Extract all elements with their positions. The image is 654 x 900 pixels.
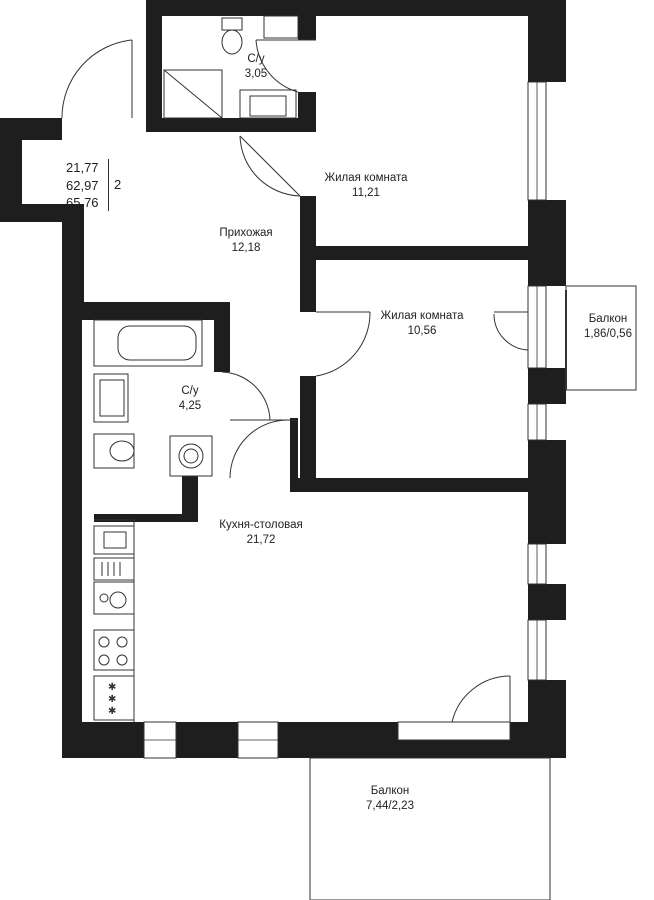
toilet-icon-2 (93, 433, 135, 469)
bathtub-icon (93, 319, 203, 367)
area-with-balconies: 65,76 (66, 195, 99, 210)
living-area: 21,77 (66, 160, 99, 175)
total-area: 62,97 (66, 177, 99, 193)
stove-icon (93, 629, 135, 671)
washer-icon (169, 435, 213, 477)
summary-areas: 21,77 62,97 65,76 (66, 159, 99, 212)
apartment-summary: 21,77 62,97 65,76 2 (62, 157, 142, 213)
shower-icon (163, 69, 223, 119)
fixtures (93, 15, 299, 722)
walls (0, 0, 566, 758)
svg-text:✱: ✱ (108, 682, 116, 693)
svg-text:✱: ✱ (108, 694, 116, 705)
sink-icon-2 (93, 373, 129, 423)
kitchen-sink-icon (93, 525, 135, 555)
stove-marks: ✱ ✱ ✱ (108, 682, 116, 717)
room-count: 2 (114, 177, 122, 192)
doors (61, 39, 529, 740)
svg-text:✱: ✱ (108, 706, 116, 717)
toilet-tank-1 (263, 15, 299, 39)
summary-divider (108, 159, 109, 211)
window-lines (144, 82, 538, 741)
sink-icon (239, 89, 297, 119)
toilet-icon (221, 29, 243, 55)
balconies (309, 285, 637, 900)
